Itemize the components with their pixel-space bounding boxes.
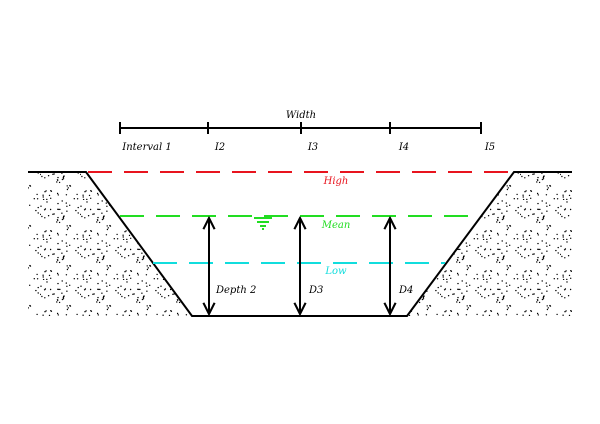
depth-label-3: D3	[308, 285, 323, 296]
right-bank-soil	[407, 172, 572, 316]
interval-label-5: I5	[484, 142, 495, 153]
water-surface-icon	[254, 217, 272, 230]
interval-label-3: I3	[307, 142, 318, 153]
width-scale-bar	[119, 122, 482, 134]
interval-label-4: I4	[398, 142, 409, 153]
depth-label-4: D4	[398, 285, 413, 296]
channel-profile	[28, 171, 572, 317]
interval-label-2: I2	[214, 142, 225, 153]
left-bank-soil	[28, 172, 192, 316]
low-label: Low	[324, 266, 347, 277]
high-label: High	[323, 176, 349, 187]
mean-label: Mean	[321, 220, 351, 231]
interval-label-1: Interval 1	[121, 142, 171, 153]
width-label: Width	[286, 110, 316, 121]
depth-label-2: Depth 2	[215, 285, 256, 296]
